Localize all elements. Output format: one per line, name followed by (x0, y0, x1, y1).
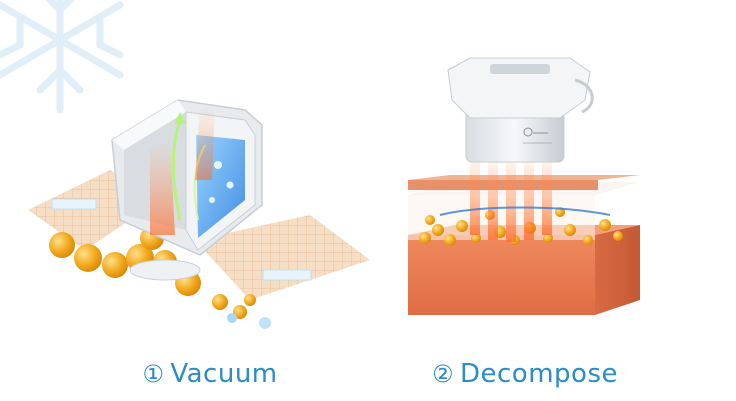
skin-grid-right (195, 215, 370, 300)
caption-vacuum-number: ① (142, 360, 165, 388)
vacuum-scene (28, 99, 370, 329)
tissue-block-front (408, 235, 595, 315)
tissue-block-side (595, 225, 640, 315)
decompose-scene (408, 57, 640, 315)
caption-vacuum: ① Vacuum (110, 356, 310, 392)
caption-decompose-label: Decompose (460, 359, 618, 389)
caption-decompose-number: ② (431, 360, 454, 388)
cryo-handpiece-icon (447, 57, 594, 163)
heat-beam (470, 150, 552, 242)
vacuum-applicator-icon (111, 99, 263, 281)
caption-vacuum-label: Vacuum (170, 359, 278, 389)
caption-decompose: ② Decompose (410, 356, 640, 392)
snowflake-icon (0, 0, 124, 114)
